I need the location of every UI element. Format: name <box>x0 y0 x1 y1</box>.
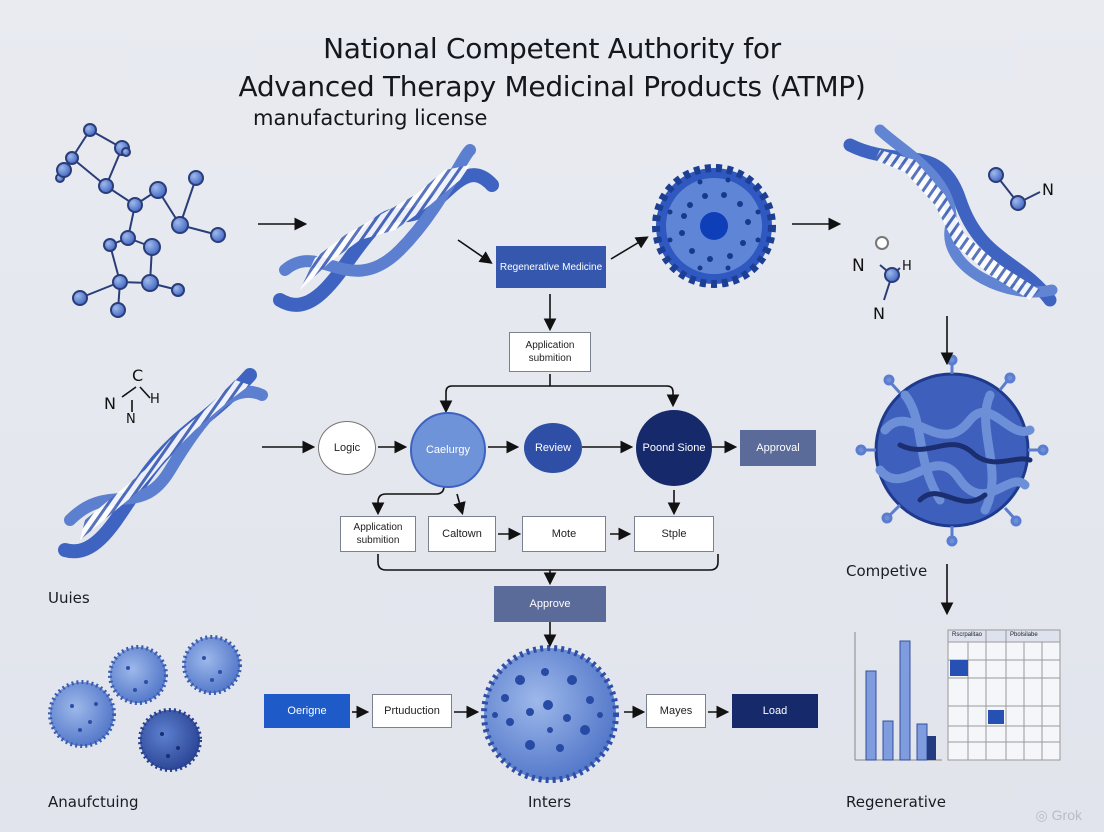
approve-box[interactable]: Approve <box>494 586 606 622</box>
dna-helix-icon-left <box>58 368 268 559</box>
watermark-text: Grok <box>1051 807 1082 823</box>
title-line-2: Advanced Therapy Medicinal Products (ATM… <box>238 70 866 103</box>
protein-icon-right <box>855 354 1049 547</box>
flow-connectors <box>371 374 719 586</box>
mini-table-header-1: Rscrpalitao <box>952 632 983 638</box>
approval-box[interactable]: Approval <box>740 430 816 466</box>
origin-box[interactable]: Oerigne <box>264 694 350 728</box>
mayes-box[interactable]: Mayes <box>646 694 706 728</box>
mini-bar-chart-icon <box>854 632 942 761</box>
dna-helix-icon-top <box>273 144 499 312</box>
chem-label-h: H <box>150 392 160 407</box>
chem-label-c: C <box>132 366 144 385</box>
chem-label-n-1: N <box>104 394 116 413</box>
caltown-box[interactable]: Caltown <box>428 516 496 552</box>
virus-icon-bottom-center <box>481 645 619 783</box>
chem-bonds-left <box>121 386 151 412</box>
mini-table-header-2: Pbolsilabe <box>1010 632 1038 638</box>
chem-label-h-right: H <box>902 259 912 274</box>
category-node[interactable]: Caelurgy <box>410 412 486 488</box>
application-submission-box-top[interactable]: Application submition <box>509 332 591 372</box>
chem-label-n-mid-right: N <box>852 256 865 276</box>
stple-box[interactable]: Stple <box>634 516 714 552</box>
mini-table-icon <box>947 629 1061 761</box>
subtitle: manufacturing license <box>253 106 488 130</box>
virus-icon-top <box>652 164 776 288</box>
load-box[interactable]: Load <box>732 694 818 728</box>
flow-arrows <box>258 217 954 719</box>
label-uuies: Uuies <box>48 589 90 607</box>
label-competive: Competive <box>846 562 928 580</box>
chem-label-n-2: N <box>126 412 136 427</box>
chem-label-n-bottom-right: N <box>873 304 885 323</box>
regenerative-medicine-box[interactable]: Regenerative Medicine <box>496 246 606 288</box>
label-inters: Inters <box>528 793 572 811</box>
logic-node[interactable]: Logic <box>318 421 376 475</box>
molecule-icon-top-left <box>55 123 226 318</box>
title-line-1: National Competent Authority for <box>323 32 781 65</box>
watermark: ◎ Grok <box>1036 807 1082 824</box>
mote-box[interactable]: Mote <box>522 516 606 552</box>
dna-helix-icon-top-right <box>843 124 1058 307</box>
production-box[interactable]: Prtuduction <box>372 694 452 728</box>
label-regenerative: Regenerative <box>846 793 946 811</box>
virus-cluster-icon-bottom-left <box>48 635 242 772</box>
label-anaufctuing: Anaufctuing <box>48 793 139 811</box>
board-stone-node[interactable]: Poond Sione <box>636 410 712 486</box>
chem-label-n-top-right: N <box>1042 180 1054 199</box>
review-node[interactable]: Review <box>524 423 582 473</box>
small-molecule-icon-right <box>875 167 1041 301</box>
application-submission-box-mid[interactable]: Application submition <box>340 516 416 552</box>
watermark-icon: ◎ <box>1035 807 1052 823</box>
